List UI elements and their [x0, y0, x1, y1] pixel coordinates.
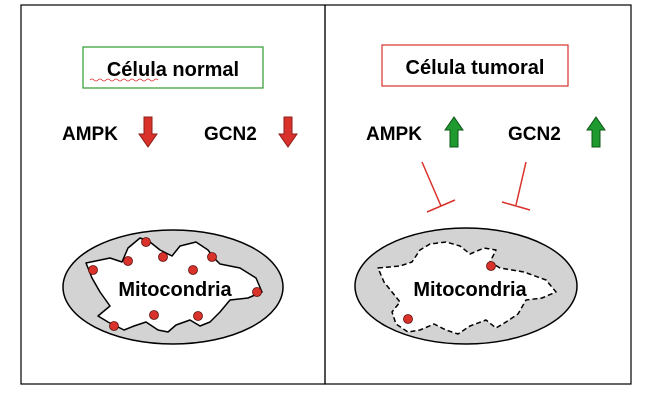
panel-tumoral: Célula tumoral AMPK GCN2 Mitocondria [354, 44, 606, 345]
title-tumoral: Célula tumoral [406, 57, 545, 79]
title-box-tumoral [381, 44, 569, 87]
spellcheck-underline [89, 78, 159, 82]
mitochondrion-label-normal: Mitocondria [118, 279, 232, 301]
marker-label-ampk-tumoral: AMPK [366, 124, 422, 145]
red-dot [158, 252, 168, 262]
inhibition-bar-gcn2 [501, 201, 531, 211]
arrow-up-icon [444, 116, 464, 148]
marker-label-ampk-normal: AMPK [62, 124, 118, 145]
mitochondrion-label-tumoral: Mitocondria [413, 279, 527, 301]
red-dot [403, 314, 413, 324]
arrow-down-icon [138, 116, 158, 148]
marker-label-gcn2-normal: GCN2 [204, 124, 257, 145]
red-dot [149, 310, 159, 320]
red-dot [207, 252, 217, 262]
inner-membrane-tumoral [377, 241, 557, 335]
inhibition-line-gcn2 [515, 161, 527, 206]
dots-tumoral [403, 261, 496, 324]
panel-tumoral-frame [324, 4, 632, 385]
inhibition-arrows [421, 161, 531, 213]
red-dot [109, 321, 119, 331]
inhibition-bar-ampk [426, 199, 456, 213]
red-dot [88, 265, 98, 275]
panel-normal: Célula normal AMPK GCN2 Mitocondria [62, 46, 298, 345]
marker-label-gcn2-tumoral: GCN2 [508, 124, 561, 145]
red-dot [188, 265, 198, 275]
arrow-up-icon [586, 116, 606, 148]
red-dot [193, 311, 203, 321]
inhibition-line-ampk [421, 161, 442, 207]
dots-normal [88, 237, 262, 331]
red-dot [141, 237, 151, 247]
arrow-down-icon [278, 116, 298, 148]
red-dot [252, 287, 262, 297]
title-normal: Célula normal [107, 59, 239, 81]
red-dot [123, 256, 133, 266]
red-dot [486, 261, 496, 271]
